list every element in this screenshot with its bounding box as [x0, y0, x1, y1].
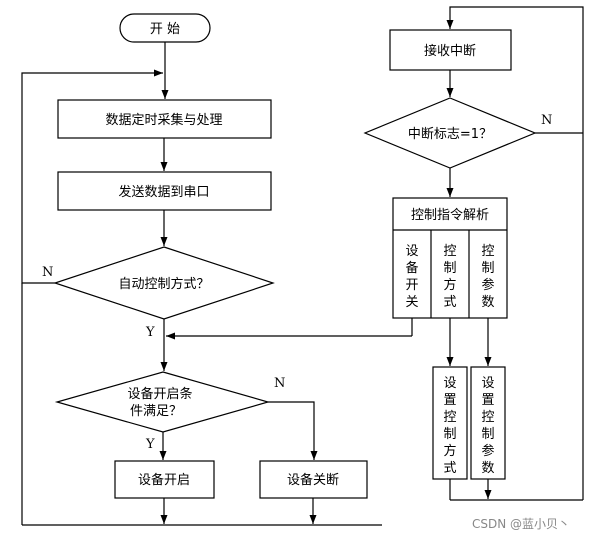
collect-label: 数据定时采集与处理	[105, 112, 222, 128]
auto-no-loop-line	[21, 69, 163, 284]
set-param-char: 制	[481, 427, 494, 442]
parse-label: 控制指令解析	[411, 208, 489, 223]
set-mode-text: 设 置 控 制 方 式	[443, 376, 456, 476]
set-mode-char: 置	[443, 393, 456, 408]
col-param-text: 控 制 参 数	[481, 244, 494, 310]
send-label: 发送数据到串口	[118, 184, 209, 200]
set-param-text: 设 置 控 制 参 数	[481, 376, 494, 476]
col-param-char: 制	[481, 261, 494, 276]
recv-int-label: 接收中断	[424, 43, 476, 59]
set-mode-char: 制	[443, 427, 456, 442]
device-off-label: 设备关断	[287, 472, 339, 488]
arrow-cond-no-to-off	[268, 401, 318, 460]
set-param-char: 设	[481, 376, 494, 391]
start-label: 开 始	[150, 22, 180, 37]
parse-block	[392, 197, 508, 319]
col-mode-char: 式	[443, 295, 456, 310]
col-mode-char: 制	[443, 261, 456, 276]
col-mode-char: 方	[443, 277, 456, 293]
col-switch-char: 关	[405, 295, 418, 310]
auto-no-label: N	[42, 265, 53, 280]
recv-int-process	[389, 29, 512, 71]
collect-process	[57, 99, 272, 139]
col-switch-text: 设 备 开 关	[405, 244, 418, 310]
cond-label-line2: 件满足？	[130, 404, 182, 419]
device-on-label: 设备开启	[138, 472, 190, 488]
int-top-loop-line	[446, 6, 584, 133]
watermark-text: CSDN @蓝小贝丶	[472, 517, 570, 531]
col-mode-text: 控 制 方 式	[443, 244, 456, 310]
cond-decision	[54, 371, 271, 433]
auto-yes-label: Y	[145, 325, 155, 340]
int-flag-label: 中断标志=1？	[408, 127, 492, 142]
col-switch-char: 备	[405, 260, 418, 276]
col-param-char: 控	[481, 244, 494, 259]
set-mode-char: 式	[443, 461, 456, 476]
set-param-char: 参	[481, 443, 494, 459]
col-param-char: 参	[481, 277, 494, 293]
set-param-process	[470, 366, 506, 480]
col-switch-char: 开	[405, 278, 418, 293]
cond-label-line1: 设备开启条	[127, 386, 192, 402]
cond-yes-label: Y	[145, 437, 155, 452]
cond-no-label: N	[274, 376, 285, 391]
set-mode-char: 方	[443, 443, 456, 459]
col-mode-char: 控	[443, 244, 456, 259]
set-mode-char: 设	[443, 376, 456, 391]
set-param-char: 控	[481, 410, 494, 425]
auto-control-label: 自动控制方式？	[118, 276, 209, 292]
col-switch-char: 设	[405, 244, 418, 259]
int-no-label: N	[541, 113, 552, 128]
set-param-char: 置	[481, 393, 494, 408]
set-param-char: 数	[481, 461, 494, 476]
set-mode-process	[432, 366, 468, 480]
set-mode-char: 控	[443, 410, 456, 425]
col-param-char: 数	[481, 295, 494, 310]
